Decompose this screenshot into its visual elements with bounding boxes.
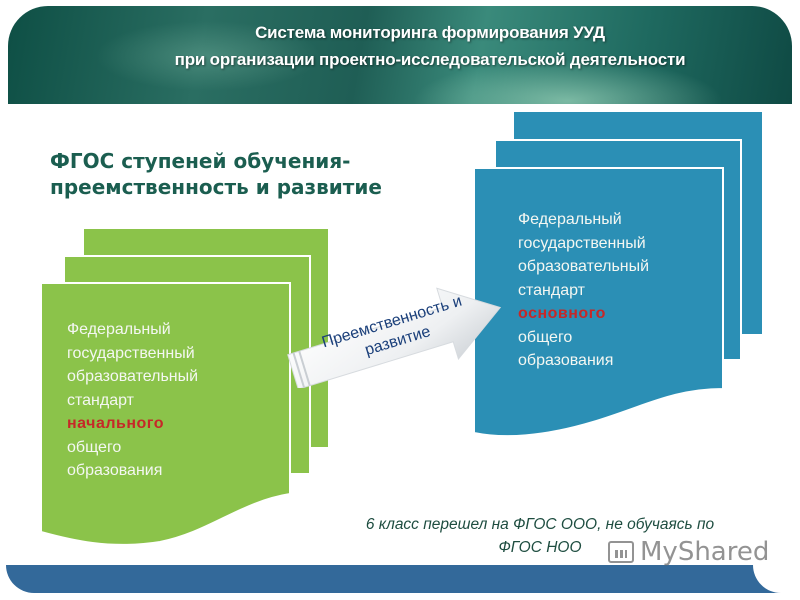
footer-bar: [6, 565, 793, 593]
blue-doc-front-sheet: [473, 167, 724, 438]
right-doc-line: образовательный: [518, 258, 650, 275]
slide-title-line1: Система мониторинга формирования УУД: [255, 23, 605, 42]
subtitle-line2: преемственность и развитие: [50, 175, 382, 199]
right-doc-line: стандарт: [518, 281, 585, 299]
footnote-line1: 6 класс перешел на ФГОС ООО, не обучаясь…: [365, 516, 715, 533]
right-doc-line: государственный: [518, 234, 646, 252]
green-doc-front-sheet: [40, 282, 291, 546]
presentation-icon: [608, 541, 634, 563]
footnote: 6 класс перешел на ФГОС ООО, не обучаясь…: [300, 513, 780, 559]
footnote-line2: ФГОС НОО: [498, 539, 582, 556]
left-doc-line: образовательный: [67, 368, 199, 385]
arrow-right-icon: [287, 287, 502, 388]
watermark: MyShared: [608, 537, 769, 567]
watermark-text: MyShared: [640, 537, 770, 567]
left-doc-line: общего: [67, 438, 122, 456]
left-doc-line: государственный: [67, 344, 195, 362]
left-doc-line: стандарт: [67, 391, 134, 409]
slide-title-line2: при организации проектно-исследовательск…: [174, 50, 686, 69]
right-doc-line: образования: [518, 352, 614, 369]
subtitle-line1: ФГОС ступеней обучения-: [50, 149, 351, 173]
right-doc-line: Федеральный: [518, 211, 622, 228]
left-doc-text: Федеральный государственный образователь…: [67, 318, 198, 483]
footer-curve: [753, 565, 793, 593]
left-doc-highlight: начального: [67, 415, 165, 432]
left-doc-line: образования: [67, 462, 163, 479]
right-doc-text: Федеральный государственный образователь…: [518, 208, 649, 373]
header-banner: Система мониторинга формирования УУД при…: [8, 6, 792, 104]
subtitle: ФГОС ступеней обучения- преемственность …: [50, 148, 382, 200]
right-doc-line: общего: [518, 328, 573, 346]
right-doc-highlight: основного: [518, 305, 606, 322]
left-doc-line: Федеральный: [67, 321, 171, 338]
